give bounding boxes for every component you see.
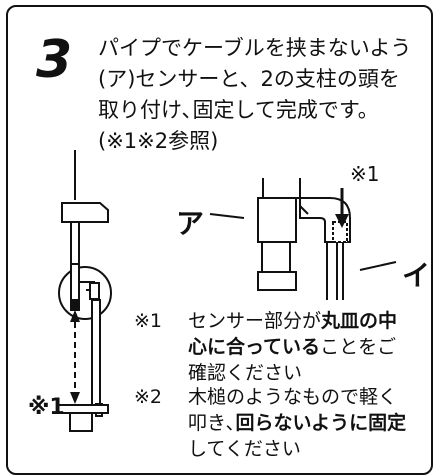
label-a: ア bbox=[176, 207, 205, 240]
closeup-drawing bbox=[257, 178, 351, 300]
pole-assembly-drawing bbox=[57, 150, 112, 432]
note-2-text: 木槌のようなもので軽く bbox=[188, 386, 398, 408]
instruction-line-4: (※1※2参照) bbox=[98, 129, 219, 153]
figure-note-ref: ※1 bbox=[350, 162, 380, 186]
note-2-text-3: してください bbox=[188, 438, 301, 460]
instruction-line-1: パイプでケーブルを挟まないよう bbox=[98, 36, 412, 60]
note-2-bold: 回らないように固定 bbox=[235, 412, 407, 434]
note-2-text-2: 叩き､ bbox=[188, 412, 236, 434]
note-2-mark: ※2 bbox=[134, 386, 163, 408]
note-1-mark: ※1 bbox=[134, 310, 163, 332]
note-1-text-2: ことをご bbox=[320, 336, 397, 358]
note-1-text-3: 確認ください bbox=[188, 362, 303, 384]
left-note-ref: ※1 bbox=[28, 395, 65, 420]
instruction-line-3: 取り付け､固定して完成です。 bbox=[98, 98, 379, 122]
label-i: イ bbox=[402, 259, 431, 292]
step-number: 3 bbox=[36, 30, 73, 90]
note-1-text: センサー部分が bbox=[188, 310, 322, 332]
assembly-illustration bbox=[57, 150, 397, 432]
note-1-bold-2: 心に合っている bbox=[188, 336, 321, 358]
note-1-bold: 丸皿の中 bbox=[321, 310, 398, 332]
instruction-line-2: (ア)センサーと、2の支柱の頭を bbox=[98, 67, 400, 91]
